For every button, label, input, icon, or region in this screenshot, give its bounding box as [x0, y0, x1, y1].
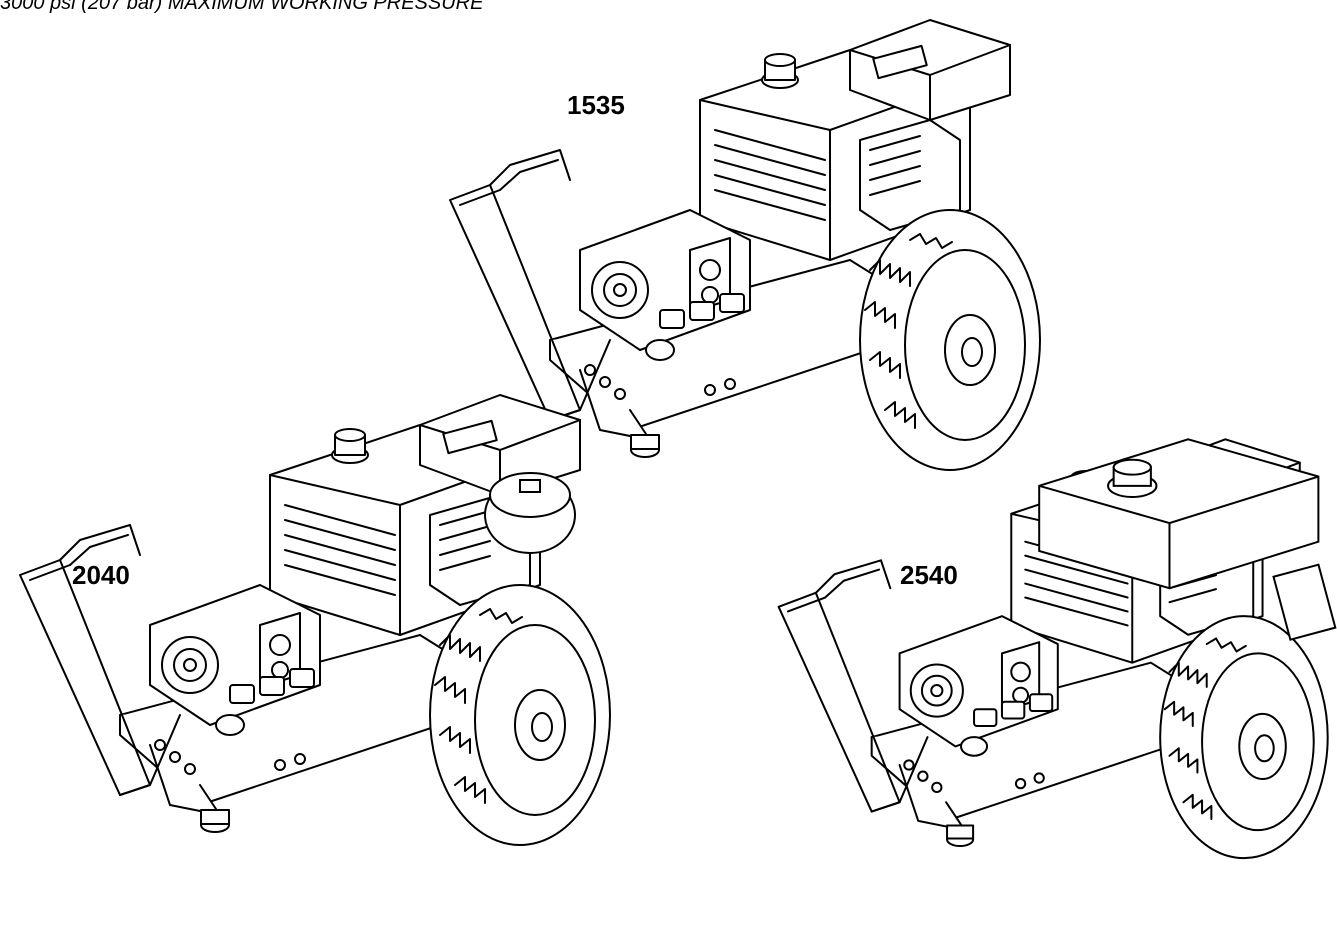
- model-label-2540: 2540: [900, 560, 958, 590]
- pressure-caption: 3000 psi (207 bar) MAXIMUM WORKING PRESS…: [0, 0, 484, 14]
- engine-cover-icon: [1039, 439, 1335, 639]
- model-label-2040: 2040: [72, 560, 130, 590]
- pressure-washer-2040-illustration: [19, 394, 611, 846]
- air-cleaner-icon: [485, 473, 575, 553]
- pressure-washer-2540-illustration: [777, 430, 1337, 860]
- model-label-1535: 1535: [567, 90, 625, 120]
